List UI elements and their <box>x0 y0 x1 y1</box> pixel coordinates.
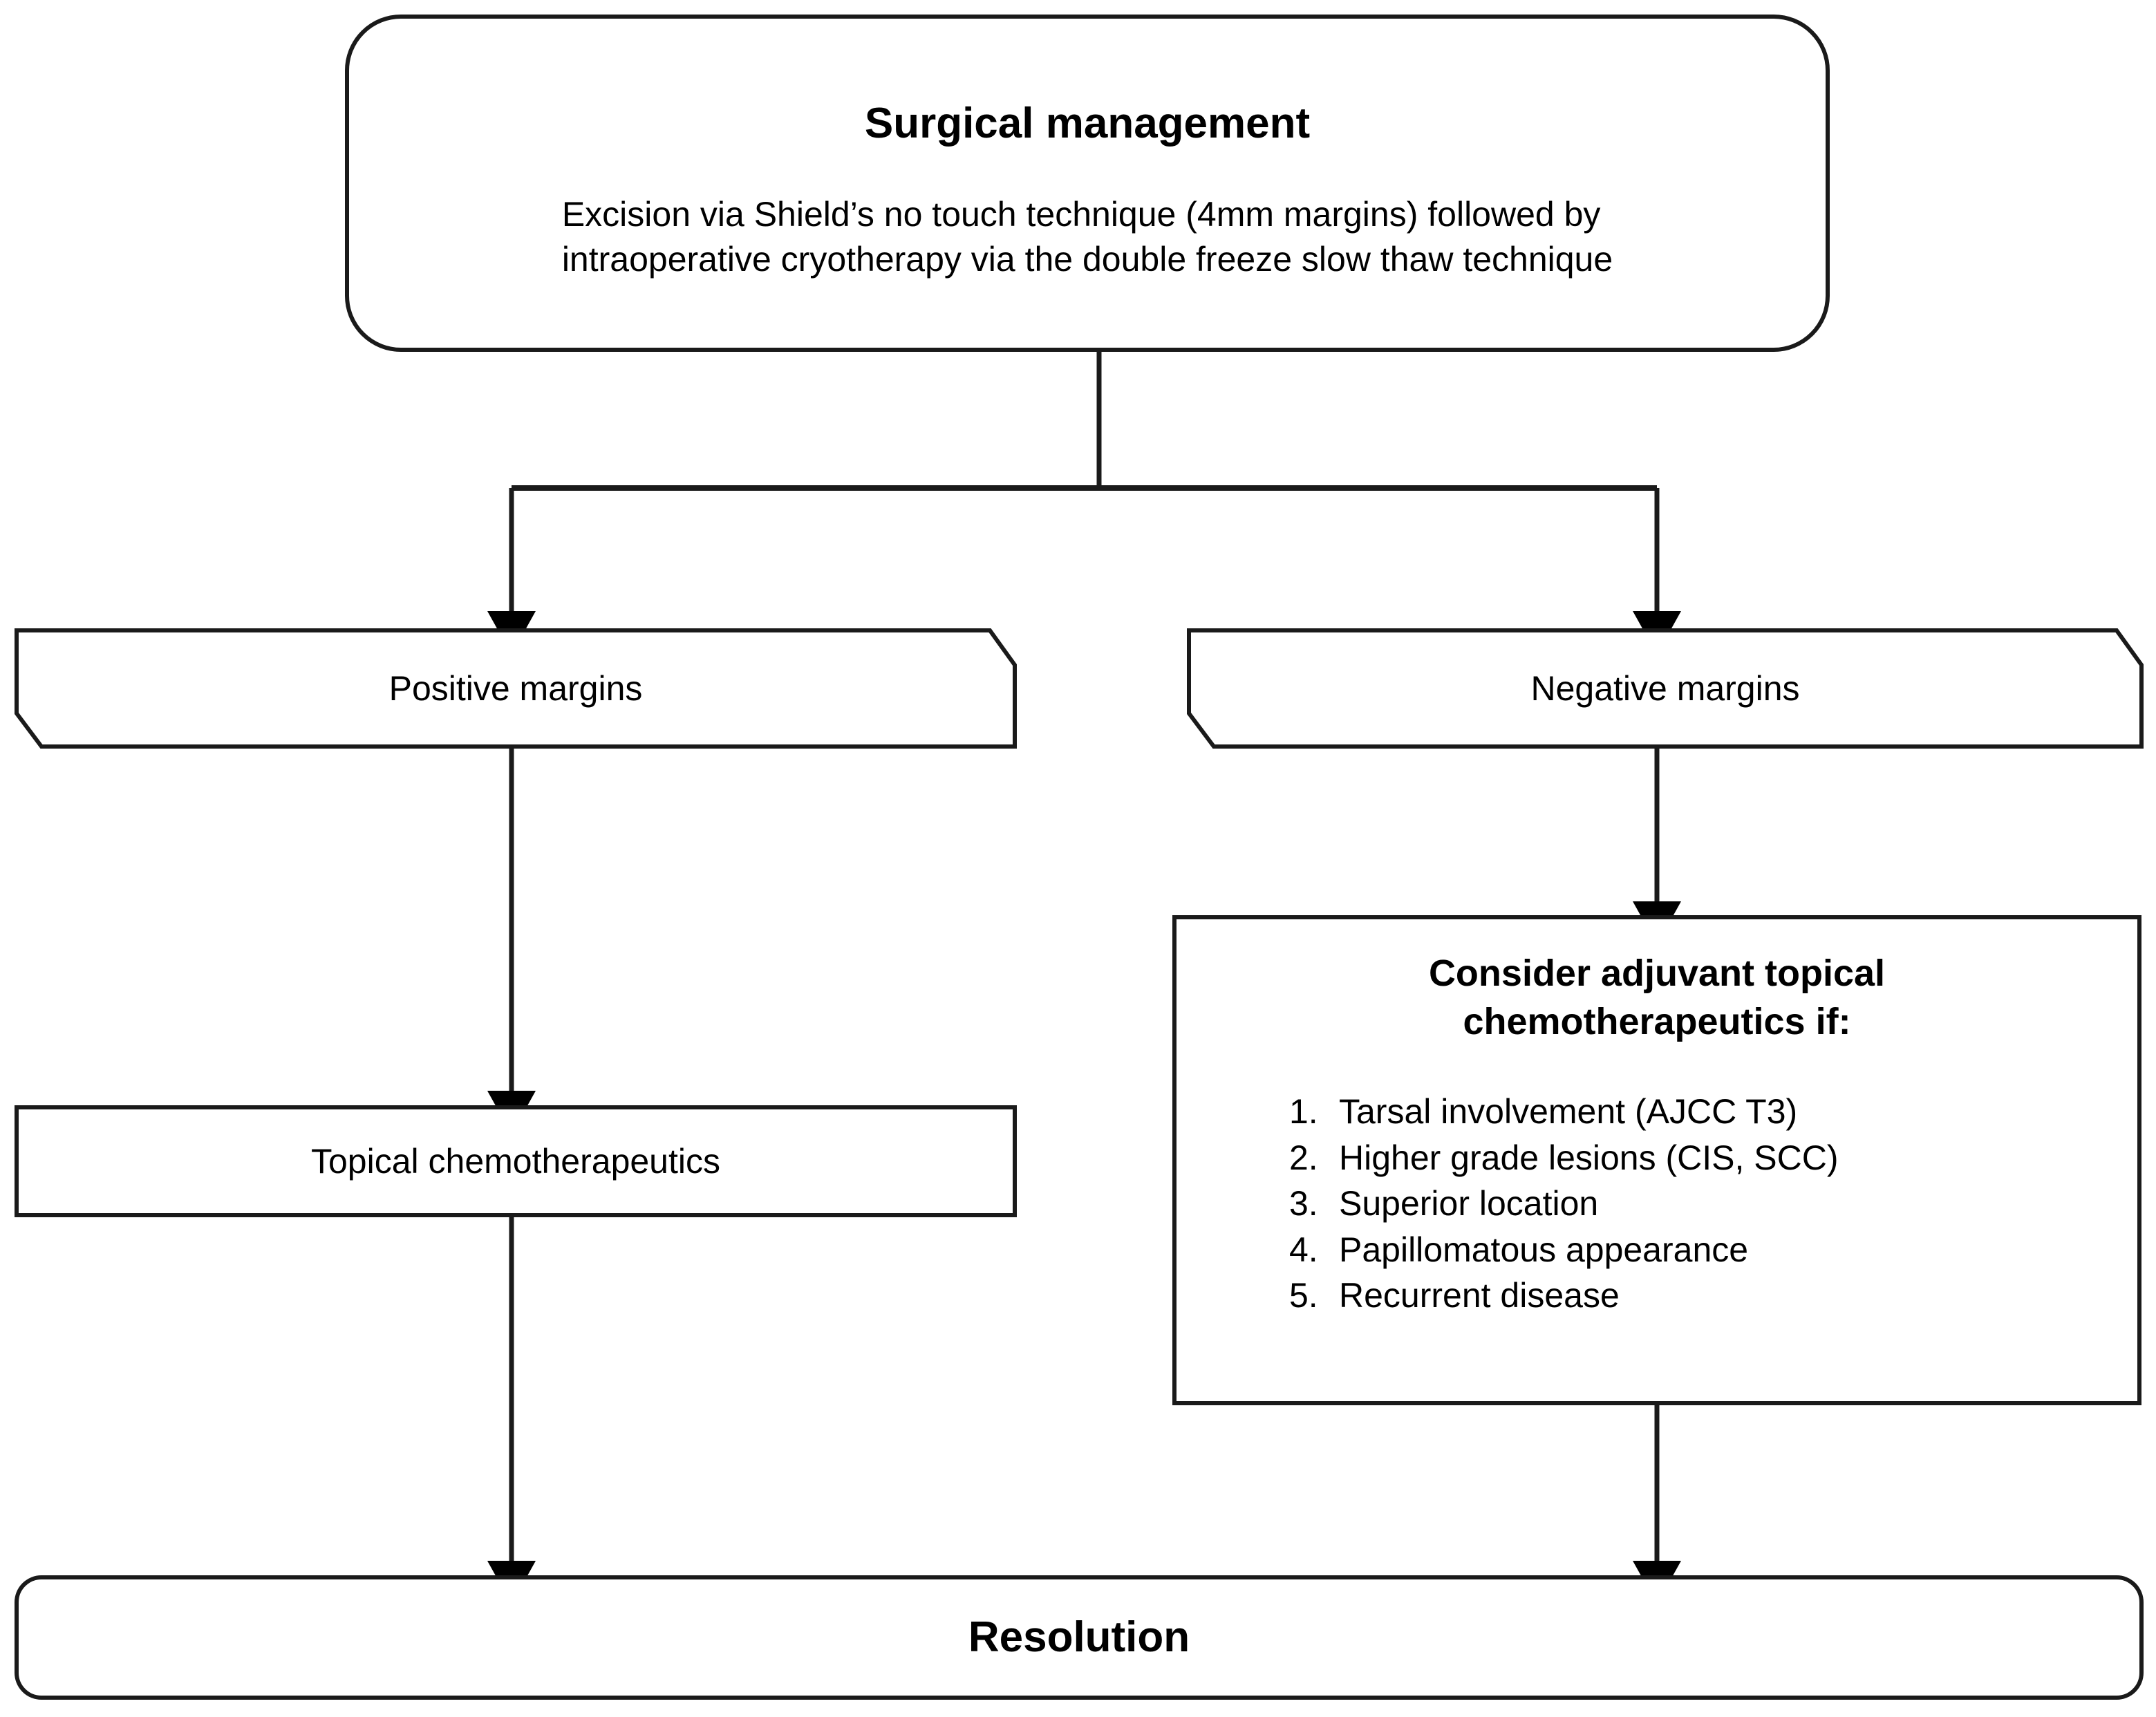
negative-margins-box-shape <box>1187 628 2144 749</box>
topical-chemotherapeutics-box-shape <box>15 1105 1017 1217</box>
positive-margins-box-shape <box>15 628 1017 749</box>
surgical-management-box-shape <box>345 15 1830 352</box>
consider-adjuvant-box-shape <box>1172 915 2141 1405</box>
resolution-box-shape <box>15 1575 2144 1700</box>
